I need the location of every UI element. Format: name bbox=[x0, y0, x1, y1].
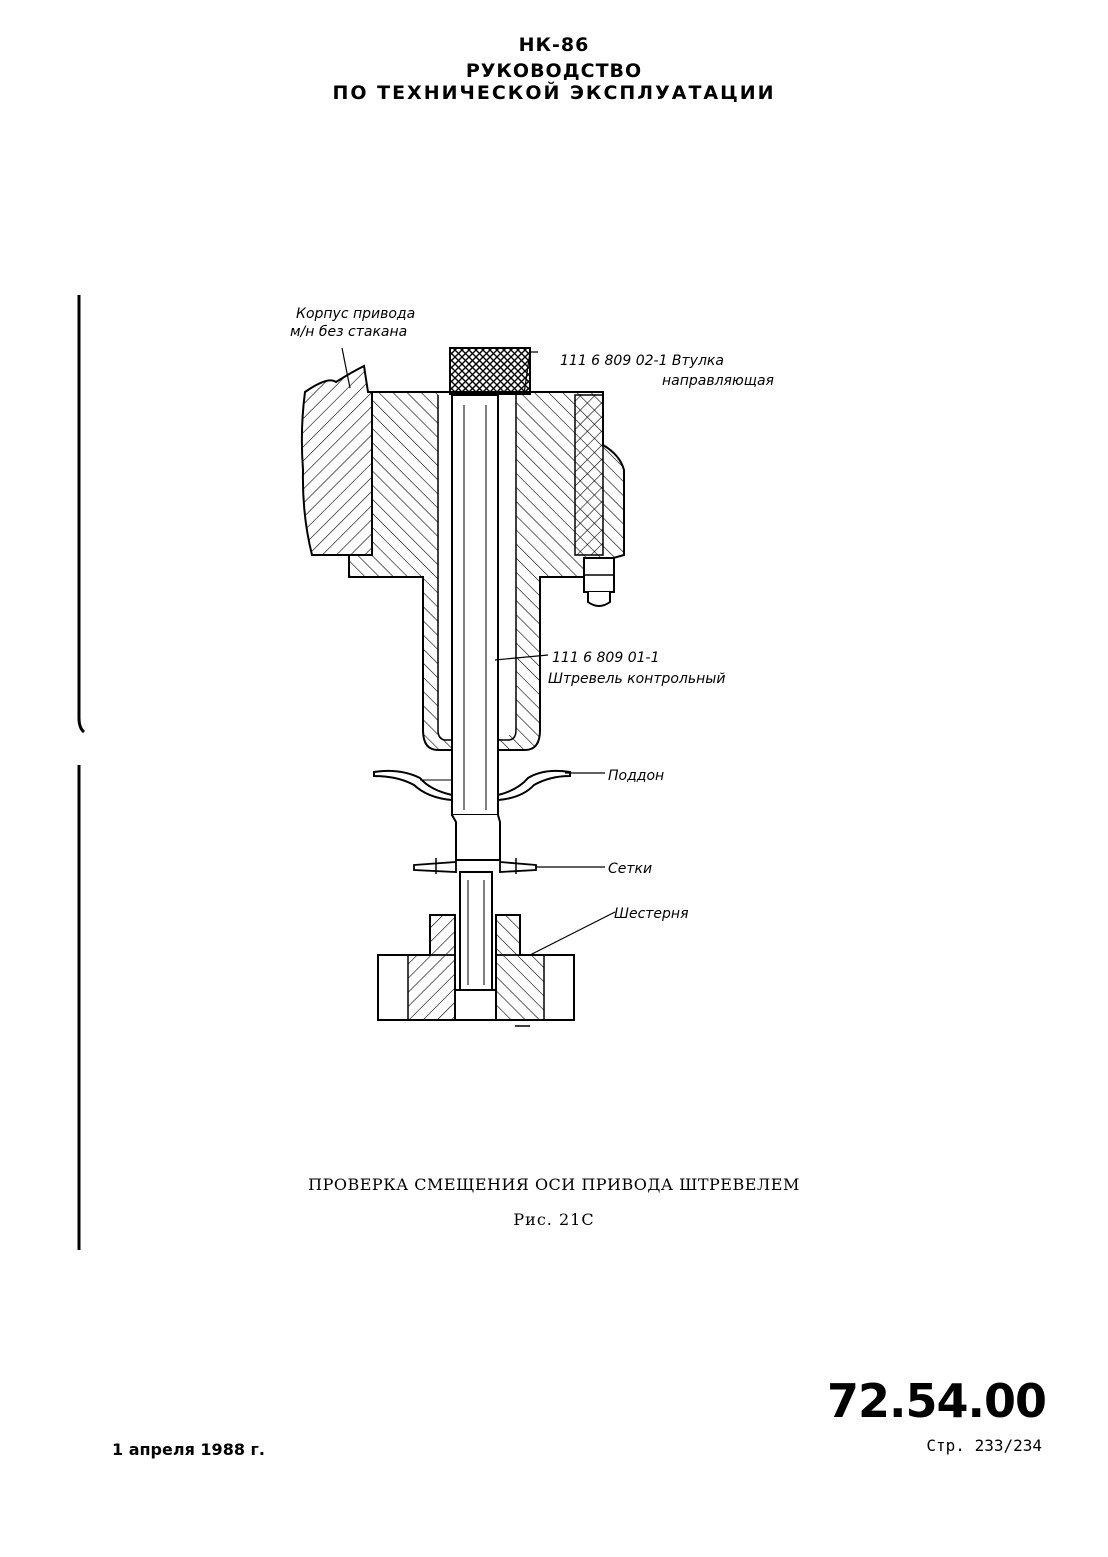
label-gear: Шестерня bbox=[614, 906, 689, 922]
label-housing-2: м/н без стакана bbox=[290, 324, 407, 340]
revision-bar-top bbox=[77, 295, 86, 734]
header-subtitle: ПО ТЕХНИЧЕСКОЙ ЭКСПЛУАТАЦИИ bbox=[332, 82, 776, 104]
label-bushing-1: 111 6 809 02-1 Втулка bbox=[560, 353, 724, 369]
label-housing-1: Корпус привода bbox=[296, 306, 415, 322]
header-model: НК-86 bbox=[518, 34, 590, 56]
pin-head bbox=[449, 347, 531, 395]
header-title: РУКОВОДСТВО bbox=[465, 60, 643, 82]
screens bbox=[413, 861, 457, 873]
label-pan: Поддон bbox=[608, 768, 664, 784]
document-number: 72.54.00 bbox=[827, 1374, 1047, 1428]
figure-caption: ПРОВЕРКА СМЕЩЕНИЯ ОСИ ПРИВОДА ШТРЕВЕЛЕМ bbox=[308, 1175, 800, 1194]
label-pin-2: Штревель контрольный bbox=[548, 671, 725, 687]
pan bbox=[373, 769, 453, 802]
figure-number: Рис. 21С bbox=[513, 1210, 595, 1229]
drive-housing bbox=[300, 364, 373, 556]
label-pin-1: 111 6 809 01-1 bbox=[552, 650, 659, 666]
label-screens: Сетки bbox=[608, 861, 652, 877]
control-pin bbox=[451, 394, 499, 816]
page-number: Стр. 233/234 bbox=[926, 1436, 1042, 1455]
revision-date: 1 апреля 1988 г. bbox=[112, 1440, 265, 1459]
label-bushing-2: направляющая bbox=[662, 373, 774, 389]
